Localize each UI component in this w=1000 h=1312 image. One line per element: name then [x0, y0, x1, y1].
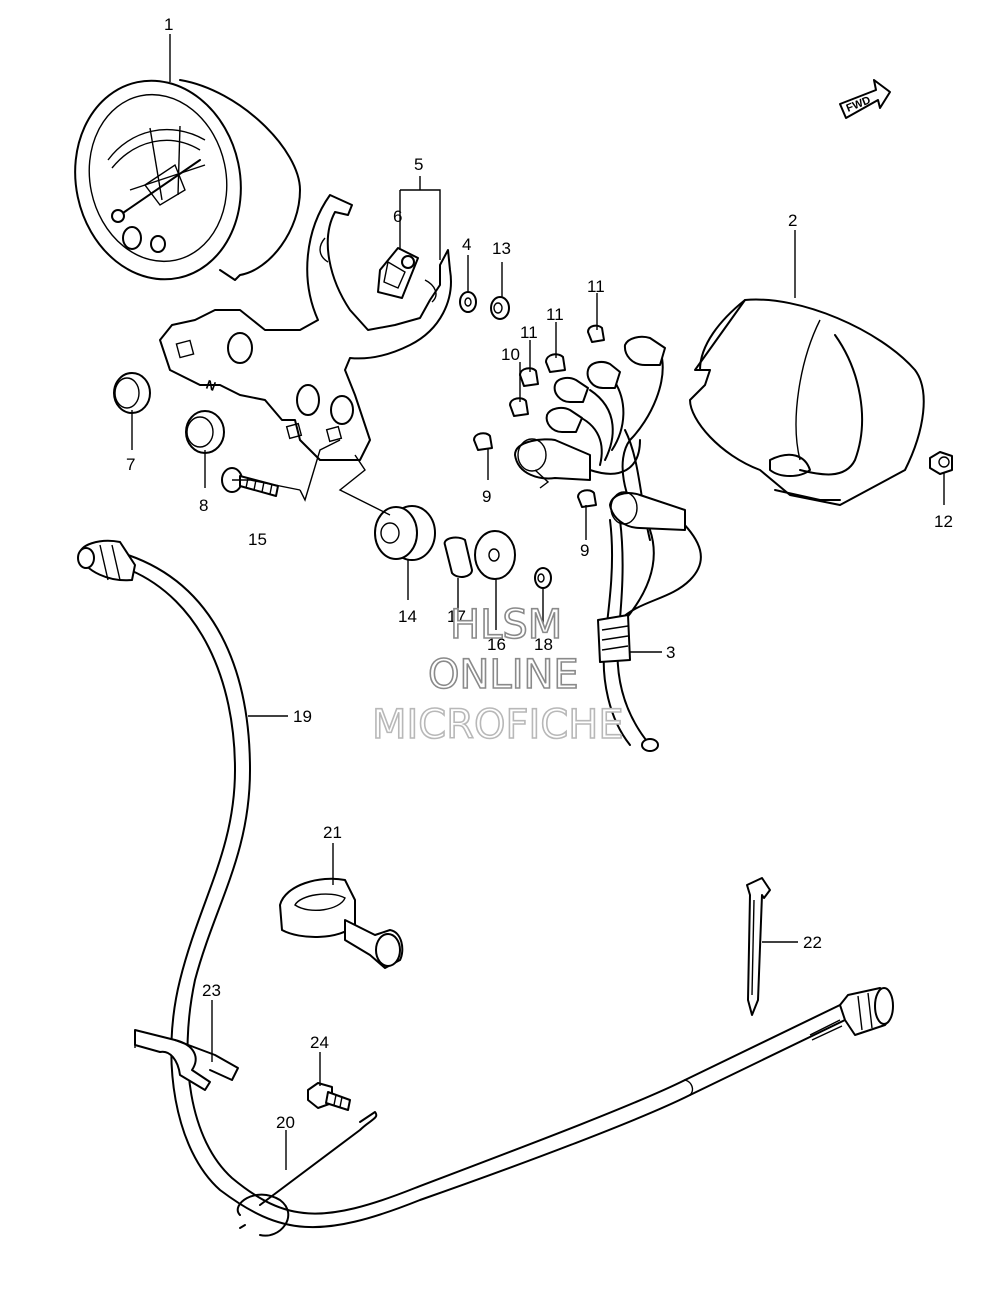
callout-11b: 11	[546, 305, 564, 324]
callout-7: 7	[126, 455, 135, 474]
watermark: HLSM ONLINE MICROFICHE	[371, 601, 624, 749]
part-17-collar	[443, 536, 473, 578]
part-3-harness	[514, 335, 702, 752]
part-19-cable	[77, 539, 894, 1229]
callout-23: 23	[202, 981, 221, 1000]
callout-2: 2	[788, 211, 797, 230]
leader-lines	[131, 34, 945, 1170]
part-24-bolt	[307, 1082, 351, 1111]
callout-17: 17	[447, 607, 466, 626]
part-5-bracket: N	[159, 194, 452, 461]
callout-18: 18	[534, 635, 553, 654]
part-8-grommet	[185, 410, 225, 454]
watermark-line-1: HLSM	[450, 602, 562, 648]
callout-labels: 1 2 3 4 5 6 7 8 9 9 10 11 11 11 12 13 14…	[126, 15, 953, 1132]
part-22-cable-tie	[746, 877, 771, 1016]
part-10-bulb	[509, 397, 529, 417]
callout-22: 22	[803, 933, 822, 952]
callout-1: 1	[164, 15, 173, 34]
part-20-wire-clip	[236, 1111, 378, 1237]
watermark-line-2: ONLINE	[428, 652, 579, 698]
part-13-nut	[490, 296, 510, 320]
callout-16: 16	[487, 635, 506, 654]
part-23-clamp	[134, 1029, 239, 1091]
callout-12: 12	[934, 512, 953, 531]
callout-8: 8	[199, 496, 208, 515]
callout-21: 21	[323, 823, 342, 842]
part-12-screw	[929, 451, 953, 475]
part-21-mount	[279, 877, 404, 969]
part-1-speedometer	[74, 79, 301, 281]
part-6-socket	[377, 247, 419, 299]
part-14-grommet	[374, 505, 436, 561]
callout-11a: 11	[587, 277, 605, 296]
callout-3: 3	[666, 643, 675, 662]
part-9-bulb-b	[577, 489, 597, 508]
callout-14: 14	[398, 607, 417, 626]
part-4-washer	[459, 291, 477, 313]
watermark-line-3: MICROFICHE	[372, 702, 624, 748]
part-11-bulb-c	[519, 367, 539, 387]
callout-11c: 11	[520, 323, 538, 342]
part-18-nut	[534, 567, 552, 589]
part-2-cover	[689, 298, 925, 506]
callout-6: 6	[393, 207, 402, 226]
part-9-bulb-a	[473, 432, 493, 451]
part-11-bulb-a	[587, 324, 605, 343]
fwd-arrow-icon: FWD	[839, 79, 891, 119]
callout-13: 13	[492, 239, 511, 258]
callout-10: 10	[501, 345, 520, 364]
callout-19: 19	[293, 707, 312, 726]
part-15-screw	[221, 467, 279, 497]
part-16-washer	[474, 530, 516, 580]
part-11-bulb-b	[545, 353, 566, 373]
callout-5: 5	[414, 155, 423, 174]
callout-15: 15	[248, 530, 267, 549]
callout-9a: 9	[482, 487, 491, 506]
callout-4: 4	[462, 235, 471, 254]
callout-24: 24	[310, 1033, 329, 1052]
callout-9b: 9	[580, 541, 589, 560]
callout-20: 20	[276, 1113, 295, 1132]
part-7-grommet	[113, 372, 151, 414]
